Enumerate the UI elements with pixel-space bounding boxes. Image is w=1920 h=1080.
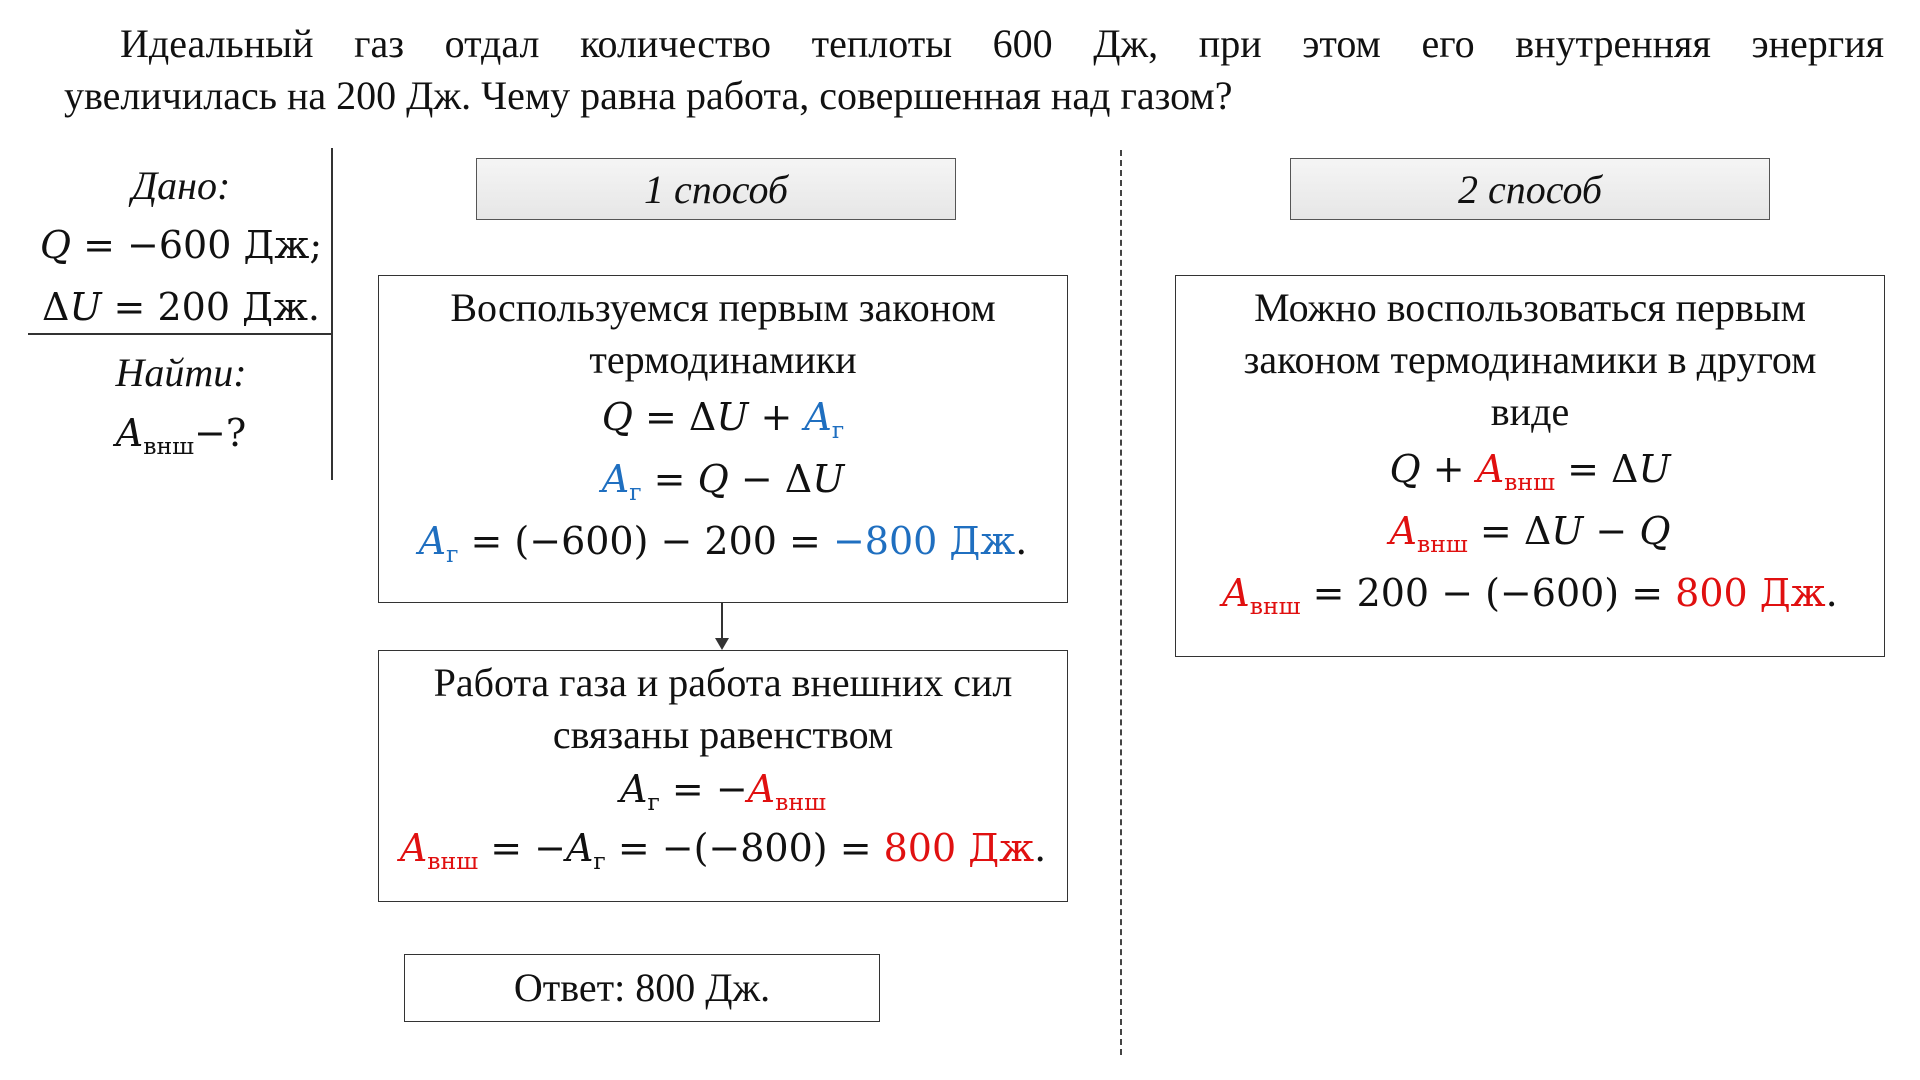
given-section: Дано: Q = −600 Дж; ΔU = 200 Дж. [28,158,334,338]
problem-statement: Идеальный газ отдал количество теплоты 6… [64,18,1884,122]
answer-label: Ответ: [513,965,626,1010]
problem-line-2: увеличилась на 200 Дж. Чему равна работа… [64,73,1233,118]
flow-arrow-line [721,602,723,642]
answer-value: 800 Дж. [635,965,771,1010]
given-vertical-divider [331,148,333,480]
method-2-tab: 2 способ [1290,158,1770,220]
method-1-relation-box: Работа газа и работа внешних сил связаны… [378,650,1068,902]
method-1-eq-3: Aг = (−600) − 200 = −800 Дж. [418,519,1028,569]
problem-line-1: Идеальный газ отдал количество теплоты 6… [120,21,1884,66]
given-header: Дано: [131,163,231,208]
given-q: Q = −600 Дж; [39,223,323,267]
find-unknown: Aвнш−? [115,411,247,461]
method-2-box-text: Можно воспользоваться первым законом тер… [1243,285,1817,434]
answer-box: Ответ: 800 Дж. [404,954,880,1022]
given-horizontal-divider [28,333,332,335]
method-1-box2-text: Работа газа и работа внешних сил связаны… [433,660,1013,757]
method-2-eq-2: Aвнш = ΔU − Q [1389,509,1671,559]
method-2-eq-1: Q + Aвнш = ΔU [1389,447,1671,497]
flow-arrow-head-icon [715,638,729,650]
method-1-eq-4: Aг = −Aвнш [620,767,826,817]
method-1-tab: 1 способ [476,158,956,220]
method-1-eq-2: Aг = Q − ΔU [601,457,845,507]
method-2-box: Можно воспользоваться первым законом тер… [1175,275,1885,657]
method-1-eq-1: Q = ΔU + Aг [601,395,845,445]
method-2-eq-3: Aвнш = 200 − (−600) = 800 Дж. [1222,571,1838,621]
find-header: Найти: [115,350,247,395]
method-1-box1-text: Воспользуемся первым законом термодинами… [450,285,996,382]
method-1-first-law-box: Воспользуемся первым законом термодинами… [378,275,1068,603]
methods-dashed-divider [1120,150,1122,1055]
given-du: ΔU = 200 Дж. [41,285,321,329]
find-section: Найти: Aвнш−? [28,344,334,464]
method-1-eq-5: Aвнш = −Aг = −(−800) = 800 Дж. [399,826,1047,876]
